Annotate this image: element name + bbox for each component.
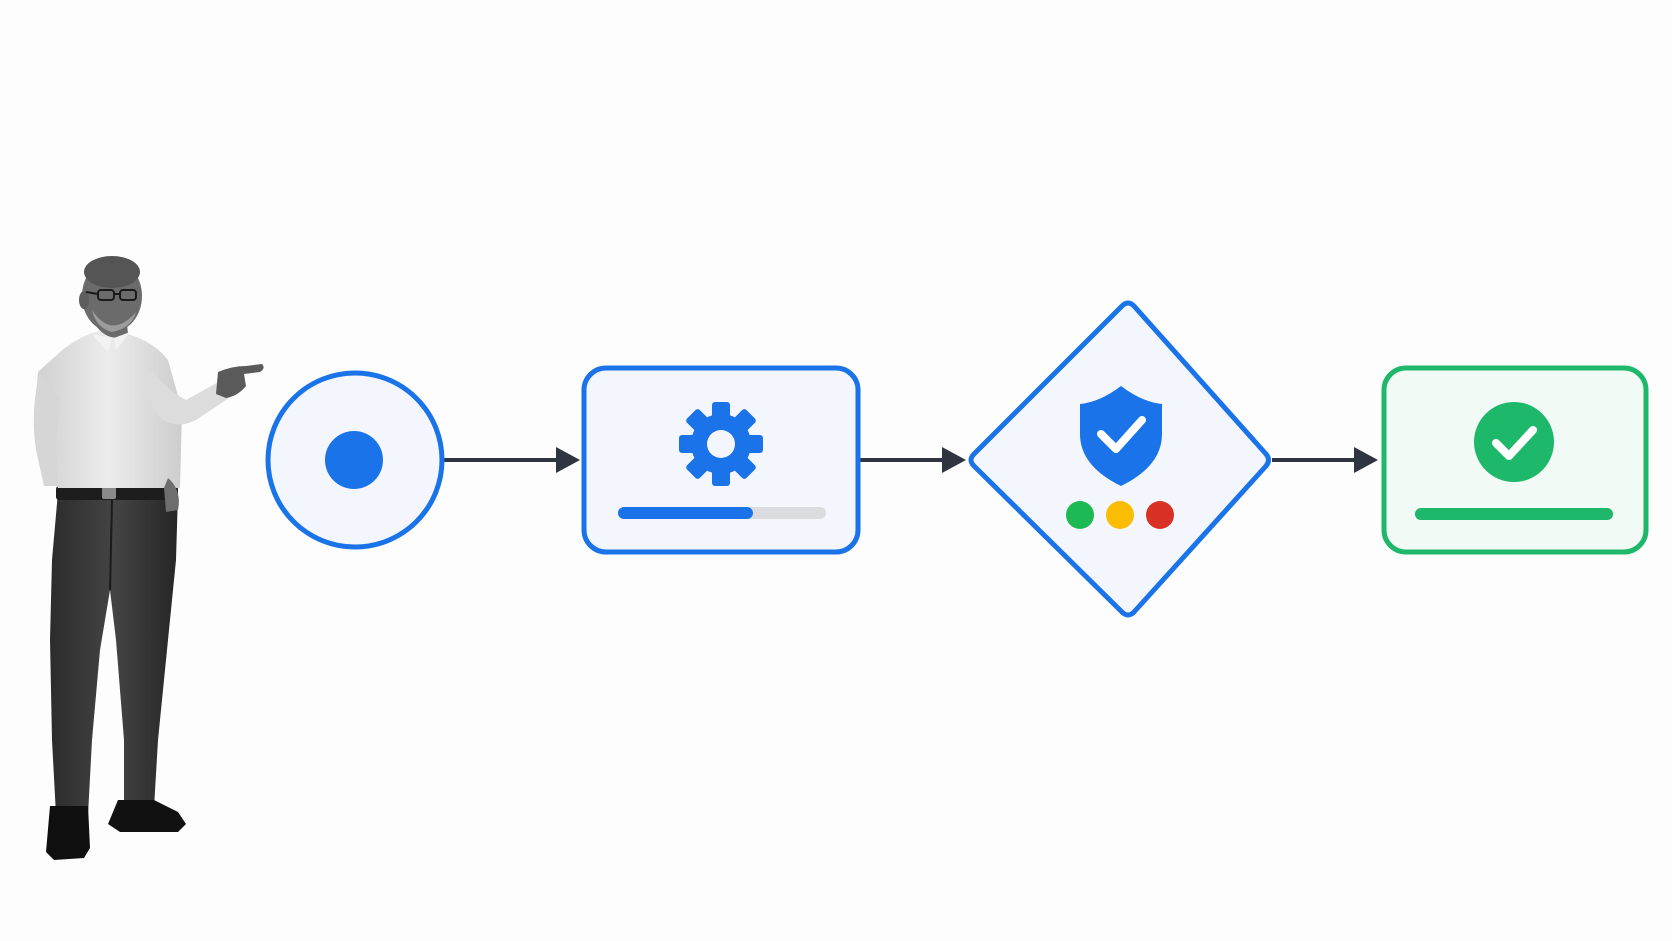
connector-1 [444, 447, 580, 473]
arrowhead-icon [556, 447, 580, 473]
start-node[interactable] [265, 370, 445, 550]
shield-check-icon [1080, 386, 1162, 486]
arrowhead-icon [942, 447, 966, 473]
pointing-arm [142, 370, 236, 425]
dot-icon [325, 431, 383, 489]
status-dot-green [1066, 501, 1094, 529]
shirt [34, 330, 182, 488]
end-progress-fill [1415, 508, 1613, 520]
glasses-icon [85, 289, 137, 301]
connector-3 [1272, 447, 1378, 473]
process-node[interactable] [581, 365, 861, 555]
end-node[interactable] [1381, 365, 1649, 555]
connector-2 [860, 447, 966, 473]
right-shoe [108, 800, 186, 832]
process-progress-fill [618, 507, 753, 519]
left-shoe [46, 806, 90, 860]
check-circle-icon [1474, 402, 1554, 482]
arrowhead-icon [1354, 447, 1378, 473]
trousers [50, 492, 178, 815]
belt [56, 486, 178, 500]
hanging-arm [33, 372, 60, 486]
gear-icon [679, 402, 763, 486]
status-dot-red [1146, 501, 1174, 529]
pointing-hand [216, 364, 264, 398]
presenter-figure [33, 256, 264, 860]
decision-node[interactable] [968, 300, 1271, 618]
status-dot-yellow [1106, 501, 1134, 529]
